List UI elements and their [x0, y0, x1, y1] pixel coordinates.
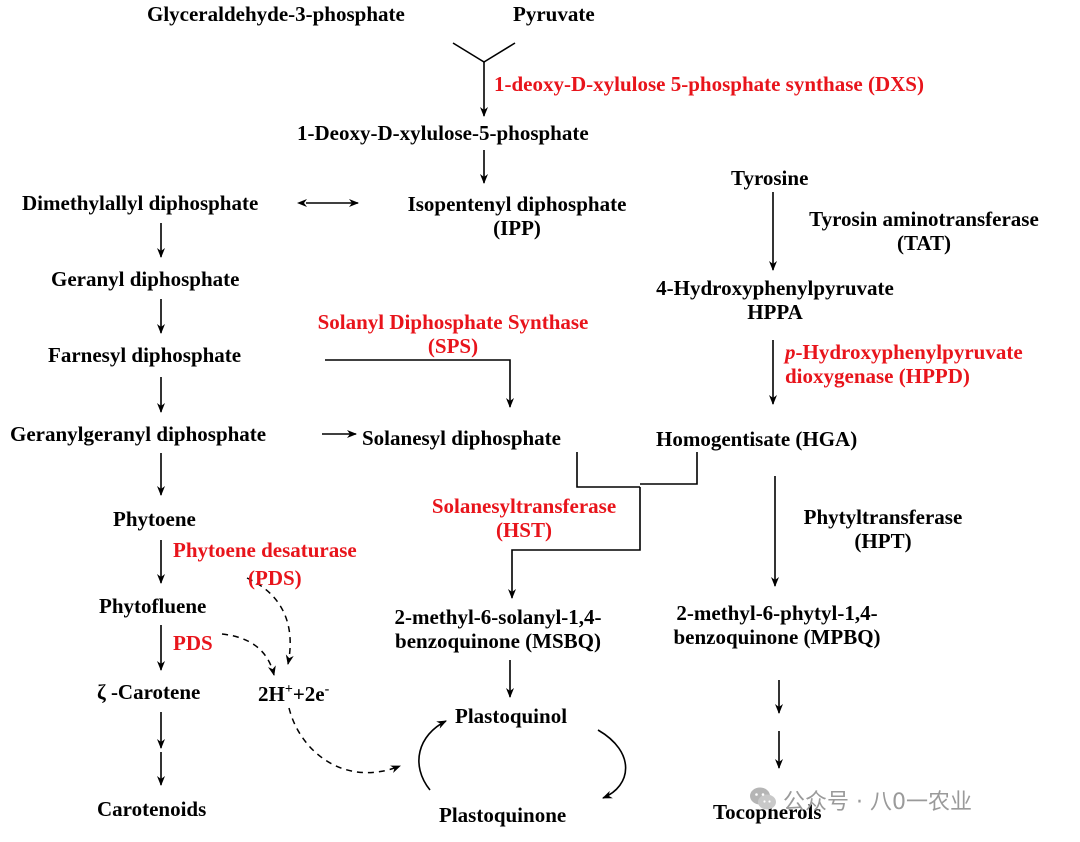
enzyme-hpt-abbrev: (HPT): [854, 529, 912, 553]
node-hppa: 4-Hydroxyphenylpyruvate HPPA: [630, 276, 920, 324]
node-plastoquinol: Plastoquinol: [455, 704, 568, 728]
enzyme-hppd-name: -Hydroxyphenylpyruvate: [795, 340, 1023, 364]
enzyme-hpt-name: Phytyltransferase: [803, 505, 963, 529]
enzyme-dxs: 1-deoxy-D-xylulose 5-phosphate synthase …: [494, 72, 924, 96]
enzyme-tat: Tyrosin aminotransferase (TAT): [786, 207, 1062, 255]
enzyme-phytoene-desaturase: Phytoene desaturase: [173, 538, 357, 562]
node-dxp: 1-Deoxy-D-xylulose-5-phosphate: [297, 121, 589, 145]
node-msbq: 2-methyl-6-solanyl-1,4- benzoquinone (MS…: [365, 605, 631, 653]
hst-bracket-left: [576, 452, 640, 488]
enzyme-hst: Solanesyltransferase (HST): [404, 494, 644, 542]
node-geranyl-diphosphate: Geranyl diphosphate: [51, 267, 240, 291]
node-ipp-abbrev: (IPP): [493, 216, 541, 240]
enzyme-hppd: p-Hydroxyphenylpyruvate dioxygenase (HPP…: [785, 340, 1023, 388]
enzyme-hst-abbrev: (HST): [495, 518, 552, 542]
node-solanesyl-diphosphate: Solanesyl diphosphate: [362, 426, 561, 450]
dashed-arrow-pds1-to-electrons: [246, 577, 294, 665]
node-dmapp: Dimethylallyl diphosphate: [22, 191, 259, 215]
electrons-base: +2e: [292, 682, 325, 706]
watermark-text: 公众号 · 八0一农业: [783, 790, 972, 815]
electrons-charge: -: [324, 682, 330, 697]
protons-base: 2H: [258, 682, 285, 706]
arrow-cycle-up: [418, 720, 447, 791]
enzyme-hpt: Phytyltransferase (HPT): [783, 505, 983, 553]
wechat-icon: [750, 787, 776, 810]
node-glyceraldehyde-3-phosphate: Glyceraldehyde-3-phosphate: [147, 2, 405, 26]
merge-arrow-left: [452, 42, 485, 63]
arrow-cycle-down: [597, 729, 627, 799]
node-msbq-line1: 2-methyl-6-solanyl-1,4-: [394, 605, 602, 629]
node-ipp: Isopentenyl diphosphate (IPP): [384, 192, 650, 240]
hst-bracket-right: [640, 452, 698, 485]
node-tyrosine: Tyrosine: [731, 166, 809, 190]
arrow-to-msbq: [508, 487, 641, 599]
node-ipp-name: Isopentenyl diphosphate: [407, 192, 627, 216]
enzyme-hppd-abbrev: dioxygenase (HPPD): [785, 364, 970, 388]
node-pyruvate: Pyruvate: [513, 2, 595, 26]
node-farnesyl-diphosphate: Farnesyl diphosphate: [48, 343, 242, 367]
node-phytofluene: Phytofluene: [99, 594, 207, 618]
zeta-symbol: ζ: [97, 680, 106, 704]
dashed-arrow-pds2-to-electrons: [221, 633, 276, 676]
node-plastoquinone: Plastoquinone: [439, 803, 567, 827]
node-hppa-name: 4-Hydroxyphenylpyruvate: [656, 276, 894, 300]
enzyme-pds-short: PDS: [173, 631, 213, 655]
node-ggpp: Geranylgeranyl diphosphate: [10, 422, 267, 446]
protons-charge: +: [284, 682, 293, 697]
arrow-fpp-to-sdp: [325, 359, 514, 408]
merge-arrow-right: [483, 42, 516, 63]
enzyme-pds-abbrev: (PDS): [248, 566, 302, 590]
zeta-carotene-name: -Carotene: [110, 680, 201, 704]
enzyme-hppd-italic-p: p: [785, 340, 796, 364]
dashed-arrow-electrons-to-plastoquinol: [288, 707, 401, 774]
enzyme-tat-abbrev: (TAT): [896, 231, 952, 255]
node-msbq-line2: benzoquinone (MSBQ): [395, 629, 601, 653]
enzyme-sps-name: Solanyl Diphosphate Synthase: [317, 310, 589, 334]
node-mpbq-line2: benzoquinone (MPBQ): [673, 625, 881, 649]
enzyme-sps: Solanyl Diphosphate Synthase (SPS): [283, 310, 623, 358]
node-mpbq-line1: 2-methyl-6-phytyl-1,4-: [676, 601, 878, 625]
node-hppa-abbrev: HPPA: [747, 300, 803, 324]
enzyme-tat-name: Tyrosin aminotransferase: [809, 207, 1039, 231]
node-mpbq: 2-methyl-6-phytyl-1,4- benzoquinone (MPB…: [650, 601, 904, 649]
enzyme-sps-abbrev: (SPS): [427, 334, 479, 358]
node-zeta-carotene: ζ -Carotene: [97, 680, 200, 704]
node-protons-electrons: 2H++2e-: [258, 678, 329, 706]
enzyme-hst-name: Solanesyltransferase: [431, 494, 617, 518]
node-carotenoids: Carotenoids: [97, 797, 207, 821]
node-phytoene: Phytoene: [113, 507, 196, 531]
node-homogentisate: Homogentisate (HGA): [656, 427, 858, 451]
